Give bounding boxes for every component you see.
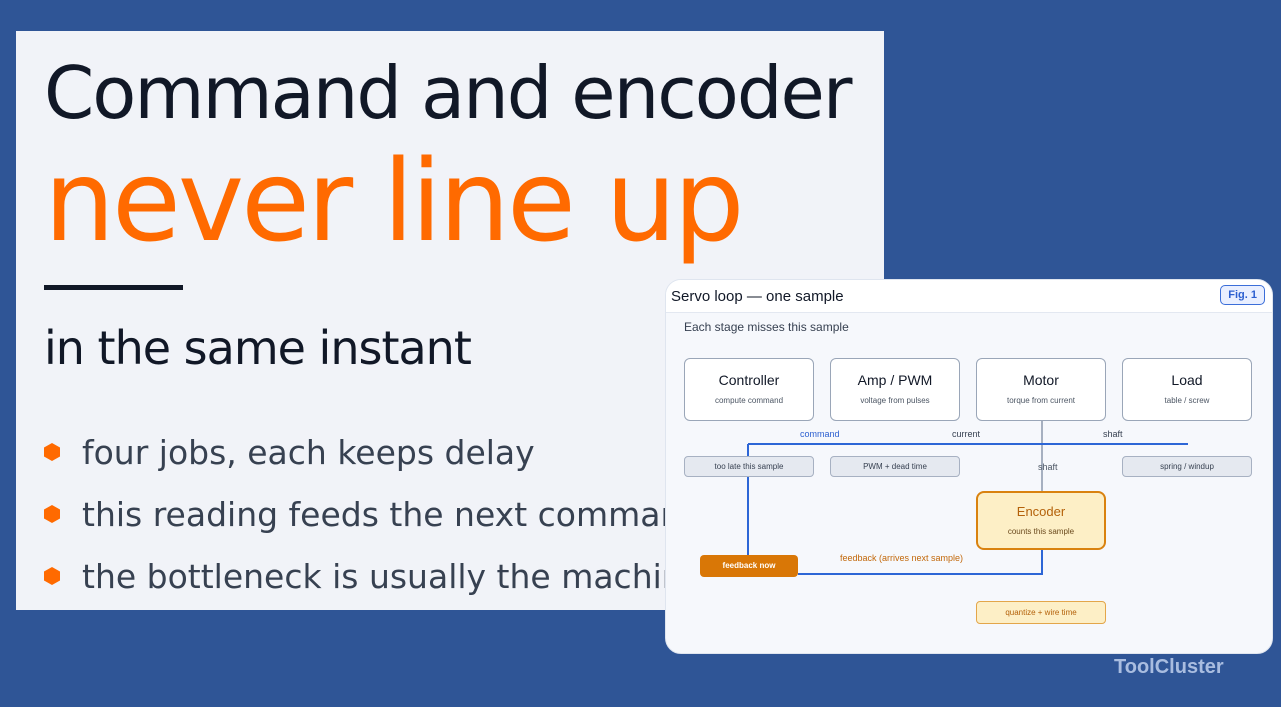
stage-name: Controller xyxy=(718,372,780,388)
stage-desc: compute command xyxy=(714,396,784,405)
figure-header: Servo loop — one sample Fig. 1 xyxy=(666,280,1272,313)
stage-name: Motor xyxy=(1023,372,1059,388)
encoder-desc: counts this sample xyxy=(1007,527,1075,536)
stage-motor: Motor torque from current xyxy=(976,358,1106,421)
encoder-feedback-wire xyxy=(798,550,1043,575)
hexagon-bullet-icon xyxy=(44,443,60,461)
bullet-item: four jobs, each keeps delay xyxy=(44,421,703,483)
wire-label-feedback: feedback (arrives next sample) xyxy=(840,553,964,563)
title-divider xyxy=(44,285,183,290)
stage-amp-pwm: Amp / PWM voltage from pulses xyxy=(830,358,960,421)
stage-note-amp: PWM + dead time xyxy=(830,456,960,477)
slide-subtitle: in the same instant xyxy=(44,321,472,375)
bullet-list: four jobs, each keeps delay this reading… xyxy=(44,421,703,607)
hexagon-bullet-icon xyxy=(44,505,60,523)
brand-watermark: ToolCluster xyxy=(1114,656,1224,678)
figure-card: Servo loop — one sample Fig. 1 Each stag… xyxy=(665,279,1273,654)
bullet-text: the bottleneck is usually the machine xyxy=(82,556,704,596)
wire-label-current: current xyxy=(952,429,981,439)
hexagon-bullet-icon xyxy=(44,567,60,585)
title-line-1: Command and encoder xyxy=(44,51,852,135)
encoder-name: Encoder xyxy=(1016,504,1066,519)
stage-desc: table / screw xyxy=(1164,396,1210,405)
figure-title: Servo loop — one sample xyxy=(671,288,844,305)
bullet-item: this reading feeds the next command xyxy=(44,483,703,545)
stage-name: Amp / PWM xyxy=(857,372,933,388)
stage-note-load: spring / windup xyxy=(1122,456,1252,477)
stage-note-controller: too late this sample xyxy=(684,456,814,477)
figure-badge: Fig. 1 xyxy=(1220,285,1265,305)
stage-encoder: Encoder counts this sample xyxy=(976,491,1106,550)
feedback-now-tag: feedback now xyxy=(700,555,798,577)
stage-desc: voltage from pulses xyxy=(860,396,930,405)
stage-controller: Controller compute command xyxy=(684,358,814,421)
bullet-item: the bottleneck is usually the machine xyxy=(44,545,703,607)
stage-load: Load table / screw xyxy=(1122,358,1252,421)
bullet-text: four jobs, each keeps delay xyxy=(82,432,535,472)
wire-label-command: command xyxy=(800,429,840,439)
wire-label-shaft: shaft xyxy=(1103,429,1123,439)
title-line-2: never line up xyxy=(44,137,745,267)
wire-label-shaft-encoder: shaft xyxy=(1038,462,1058,472)
figure-subtitle: Each stage misses this sample xyxy=(684,320,849,334)
stage-name: Load xyxy=(1171,372,1203,388)
bullet-text: this reading feeds the next command xyxy=(82,494,703,534)
stage-desc: torque from current xyxy=(1006,396,1076,405)
encoder-note: quantize + wire time xyxy=(976,601,1106,624)
